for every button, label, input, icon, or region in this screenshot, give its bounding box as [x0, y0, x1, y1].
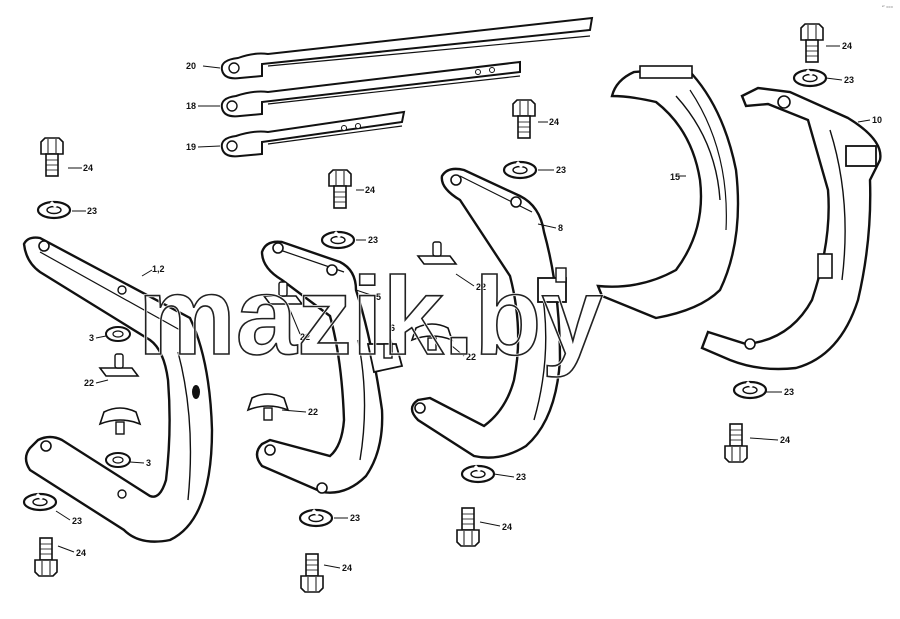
- callout-15: 15: [670, 172, 680, 182]
- washer-23-e: [502, 160, 538, 180]
- callout-23-b: 23: [72, 516, 82, 526]
- svg-text:mazik.by: mazik.by: [138, 255, 603, 378]
- bolt-24-g: [800, 23, 824, 63]
- watermark: mazik.by mazik.by: [137, 254, 605, 380]
- callout-6: 6: [390, 323, 395, 333]
- washer-3-upper: [105, 326, 131, 342]
- callout-1-2: 1,2: [152, 264, 165, 274]
- shift-fork-10: [700, 86, 882, 371]
- callout-24-g: 24: [842, 41, 852, 51]
- callout-10: 10: [872, 115, 882, 125]
- washer-23-c: [320, 230, 356, 250]
- shoe-22-mid-lower: [247, 393, 289, 421]
- callout-23-e: 23: [556, 165, 566, 175]
- callout-24-e: 24: [549, 117, 559, 127]
- callout-23-c: 23: [368, 235, 378, 245]
- shift-rod-20: [220, 16, 594, 80]
- callout-22-d: 22: [476, 282, 486, 292]
- callout-20: 20: [186, 61, 196, 71]
- callout-24-h: 24: [780, 435, 790, 445]
- callout-23-d: 23: [350, 513, 360, 523]
- callout-22-c: 22: [308, 407, 318, 417]
- shift-rod-18: [220, 60, 521, 118]
- bolt-24-e: [512, 99, 536, 139]
- callout-23-g: 23: [844, 75, 854, 85]
- callout-23-h: 23: [784, 387, 794, 397]
- callout-24-a: 24: [83, 163, 93, 173]
- washer-23-d: [298, 508, 334, 528]
- callout-3-b: 3: [146, 458, 151, 468]
- callout-3-a: 3: [89, 333, 94, 343]
- bolt-24-b: [34, 537, 58, 577]
- bolt-24-h: [724, 423, 748, 463]
- shift-fork-15: [596, 65, 740, 320]
- washer-23-g: [792, 68, 828, 88]
- corner-mark: *" ===: [882, 4, 894, 9]
- fork-insert-6: [366, 343, 404, 374]
- washer-23-b: [22, 492, 58, 512]
- washer-3-lower: [105, 452, 131, 468]
- callout-24-b: 24: [76, 548, 86, 558]
- leader-lines: [55, 45, 871, 569]
- callout-24-d: 24: [342, 563, 352, 573]
- washer-23-h: [732, 380, 768, 400]
- callout-5: 5: [376, 292, 381, 302]
- callout-23-f: 23: [516, 472, 526, 482]
- washer-23-f: [460, 464, 496, 484]
- washer-23-a: [36, 200, 72, 220]
- shift-rod-19: [220, 110, 406, 158]
- shoe-22-left-lower: [99, 407, 141, 435]
- bolt-24-d: [300, 553, 324, 593]
- shift-fork-1-2: [22, 236, 214, 543]
- callout-19: 19: [186, 142, 196, 152]
- callout-23-a: 23: [87, 206, 97, 216]
- callout-8: 8: [558, 223, 563, 233]
- shift-fork-5: [255, 240, 384, 494]
- callout-22-a: 22: [84, 378, 94, 388]
- bolt-24-a: [40, 137, 64, 177]
- callout-22-b: 22: [300, 332, 310, 342]
- pad-22-left-upper: [99, 353, 139, 377]
- bolt-24-f: [456, 507, 480, 547]
- svg-text:mazik.by: mazik.by: [138, 255, 603, 378]
- bolt-24-c: [328, 169, 352, 209]
- callout-18: 18: [186, 101, 196, 111]
- callout-24-c: 24: [365, 185, 375, 195]
- callout-24-f: 24: [502, 522, 512, 532]
- shift-fork-8: [410, 167, 567, 459]
- callout-22-e: 22: [466, 352, 476, 362]
